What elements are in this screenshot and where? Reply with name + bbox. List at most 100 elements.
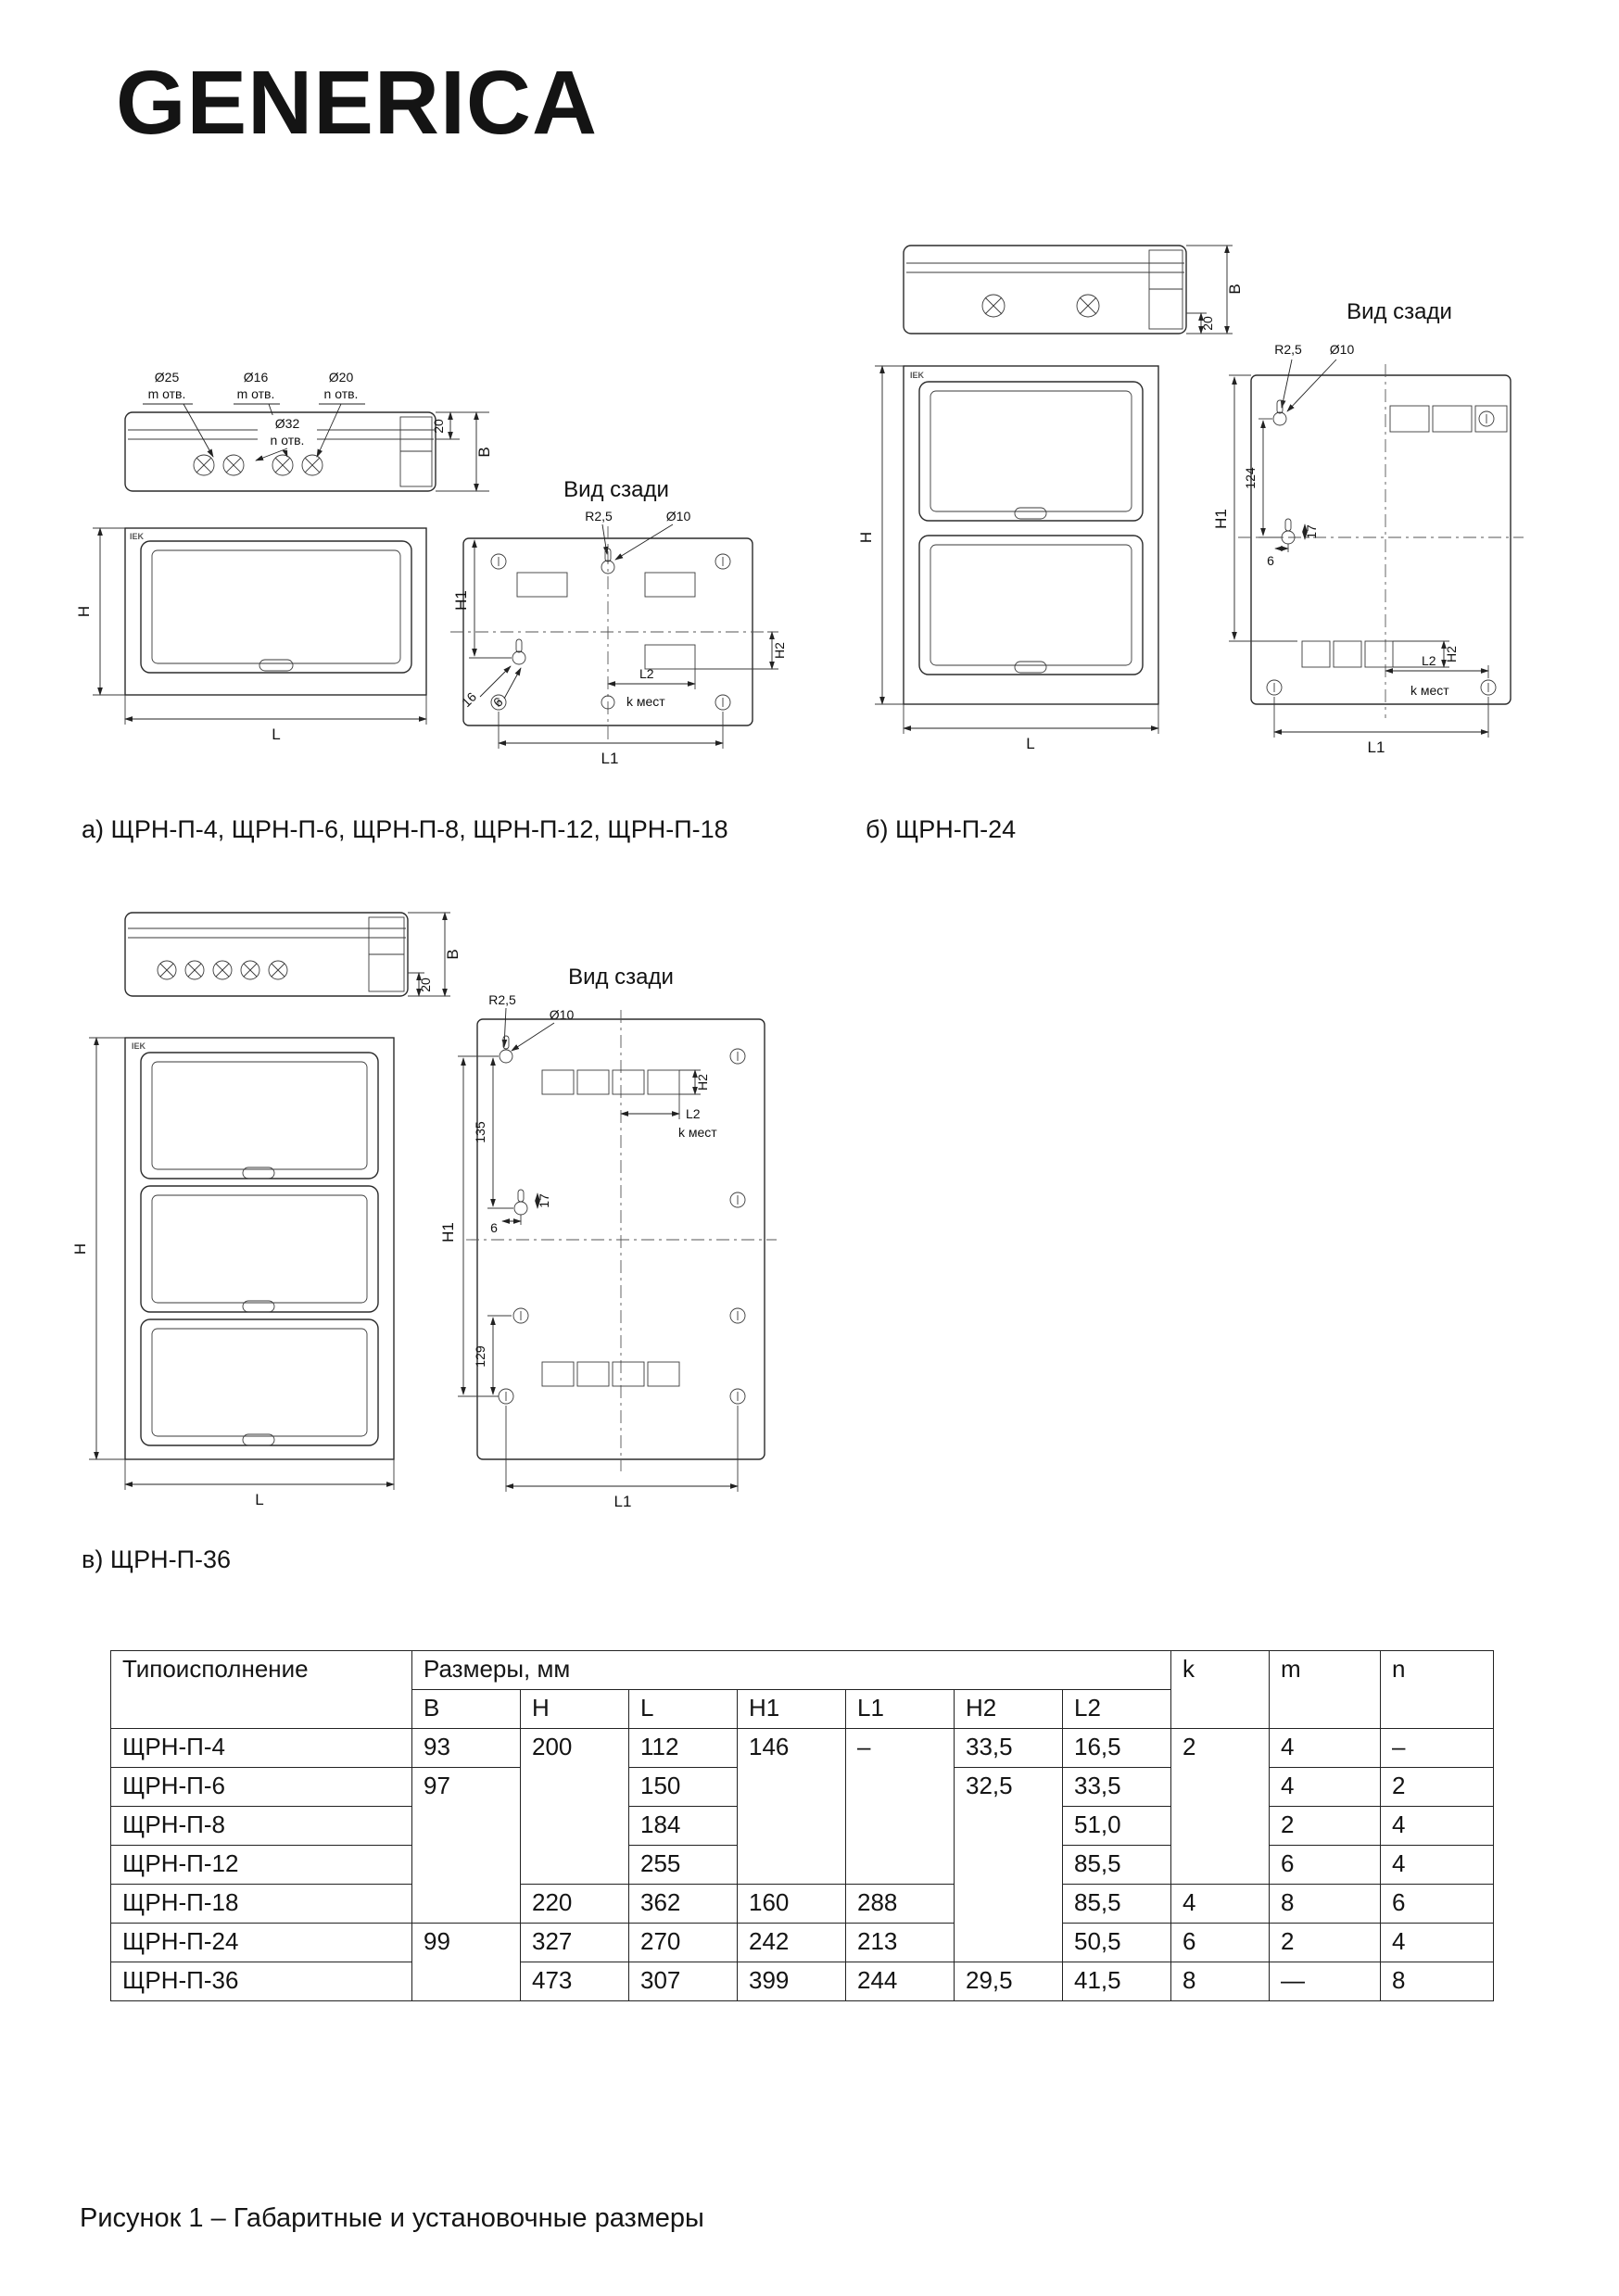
cell-m: — (1269, 1962, 1382, 2001)
dim-L2: L2 (686, 1106, 701, 1121)
dim-L: L (255, 1491, 263, 1508)
cell-L: 184 (628, 1806, 738, 1846)
table-row: ЩРН-П-12 255 85,5 6 4 (110, 1845, 1495, 1885)
callout-d10: Ø10 (550, 1007, 575, 1022)
iek-mark: IEK (132, 1041, 146, 1051)
dim-k-places: k мест (1410, 683, 1449, 698)
cell-L2: 41,5 (1061, 1962, 1172, 2001)
col-header-L1: L1 (845, 1689, 955, 1729)
dim-H1: H1 (439, 1222, 457, 1243)
figure-a-rear-view: Вид сзади R2,5 Ø10 16 6 (450, 477, 787, 767)
cell-k: 6 (1170, 1923, 1271, 1962)
figure-b-top-view: 20 B (903, 245, 1244, 334)
dim-B: B (475, 447, 493, 457)
dim-k-places: k мест (626, 694, 665, 709)
cell-L2: 16,5 (1061, 1728, 1172, 1768)
cell-k: 2 (1170, 1728, 1271, 1885)
dim-B: B (444, 949, 462, 959)
dim-B: B (1226, 284, 1244, 294)
cell-L2: 85,5 (1061, 1884, 1172, 1924)
callout-d16: Ø16 (244, 370, 269, 385)
rear-view-title: Вид сзади (563, 477, 669, 502)
cell-name: ЩРН-П-8 (110, 1806, 412, 1846)
callout-d10: Ø10 (666, 509, 691, 524)
figure-a-front-view: IEK H L (75, 527, 427, 743)
dim-H1: H1 (452, 590, 470, 611)
dim-135: 135 (473, 1121, 487, 1143)
cell-L1: 288 (845, 1884, 955, 1924)
cell-m: 4 (1269, 1767, 1382, 1807)
cell-L2: 51,0 (1061, 1806, 1172, 1846)
cell-L1: 213 (845, 1923, 955, 1962)
cell-H: 200 (520, 1728, 629, 1885)
cell-name: ЩРН-П-12 (110, 1845, 412, 1885)
knockout-holes-icon (981, 294, 1100, 318)
col-header-n: n (1380, 1650, 1495, 1729)
dim-H: H (857, 532, 875, 543)
dim-H2: H2 (772, 642, 787, 659)
callout-d25-holes: m отв. (148, 386, 186, 401)
cell-H2: 32,5 (954, 1767, 1063, 1962)
cell-B: 93 (411, 1728, 521, 1768)
callout-R25: R2,5 (585, 509, 613, 524)
table-row: ЩРН-П-36 473 307 399 244 29,5 41,5 8 — 8 (110, 1962, 1495, 2001)
cell-B: 97 (411, 1767, 521, 1924)
cell-n: 2 (1380, 1767, 1495, 1807)
dim-L2: L2 (1422, 653, 1436, 668)
table-header-row-2: B H L H1 L1 H2 L2 (111, 1689, 1494, 1729)
rear-view-title: Вид сзади (1347, 299, 1452, 324)
cell-H1: 160 (737, 1884, 846, 1924)
callout-d20: Ø20 (329, 370, 354, 385)
callout-d10: Ø10 (1330, 342, 1355, 357)
dim-6: 6 (490, 1220, 498, 1235)
figure-a-top-view: Ø25 m отв. Ø16 m отв. Ø20 n отв. Ø32 n о… (124, 370, 493, 492)
cell-H1: 146 (737, 1728, 846, 1885)
figure-a-drawing: Ø25 m отв. Ø16 m отв. Ø20 n отв. Ø32 n о… (75, 370, 787, 767)
col-header-H1: H1 (737, 1689, 846, 1729)
col-header-L2: L2 (1061, 1689, 1172, 1729)
cell-m: 2 (1269, 1923, 1382, 1962)
brand-logo: GENERICA (116, 52, 598, 153)
cell-L: 255 (628, 1845, 738, 1885)
cell-name: ЩРН-П-24 (110, 1923, 412, 1962)
knockout-holes-icon (193, 454, 323, 476)
cell-H1: 242 (737, 1923, 846, 1962)
cell-n: 8 (1380, 1962, 1495, 2001)
iek-mark: IEK (910, 371, 925, 380)
cell-L: 362 (628, 1884, 738, 1924)
cell-H: 220 (520, 1884, 629, 1924)
cell-L2: 33,5 (1061, 1767, 1172, 1807)
callout-d32-holes: n отв. (271, 433, 305, 448)
cell-m: 8 (1269, 1884, 1382, 1924)
figure-b-drawing: 20 B IEK H L Вид сзади R2,5 Ø1 (857, 245, 1524, 756)
dim-L: L (1026, 735, 1034, 752)
dim-L: L (272, 725, 280, 743)
cell-L: 112 (628, 1728, 738, 1768)
cell-m: 2 (1269, 1806, 1382, 1846)
figure-main-caption: Рисунок 1 – Габаритные и установочные ра… (80, 2203, 704, 2233)
col-header-m: m (1269, 1650, 1382, 1729)
cell-name: ЩРН-П-36 (110, 1962, 412, 2001)
dim-L1: L1 (601, 750, 619, 767)
dim-lid-20: 20 (418, 978, 433, 992)
dim-124: 124 (1243, 467, 1258, 489)
dim-6: 6 (1267, 553, 1274, 568)
figure-v-drawing: 20 B IEK H L Вид сзад (71, 912, 777, 1510)
cell-m: 6 (1269, 1845, 1382, 1885)
dim-L2: L2 (639, 666, 654, 681)
table-row: ЩРН-П-18 220 362 160 288 85,5 4 8 6 (110, 1884, 1495, 1924)
cell-name: ЩРН-П-4 (110, 1728, 412, 1768)
col-header-sizes: Размеры, мм (411, 1650, 1172, 1690)
dim-129: 129 (473, 1345, 487, 1368)
col-header-k: k (1170, 1650, 1271, 1729)
callout-R25: R2,5 (488, 992, 516, 1007)
col-header-H2: H2 (954, 1689, 1063, 1729)
col-header-H: H (520, 1689, 629, 1729)
rear-view-title: Вид сзади (568, 965, 674, 990)
figure-b-front-view: IEK H L (857, 365, 1159, 752)
cell-B: 99 (411, 1923, 521, 2001)
dim-lid-20: 20 (1200, 316, 1215, 331)
cell-H2: 29,5 (954, 1962, 1063, 2001)
cell-name: ЩРН-П-6 (110, 1767, 412, 1807)
